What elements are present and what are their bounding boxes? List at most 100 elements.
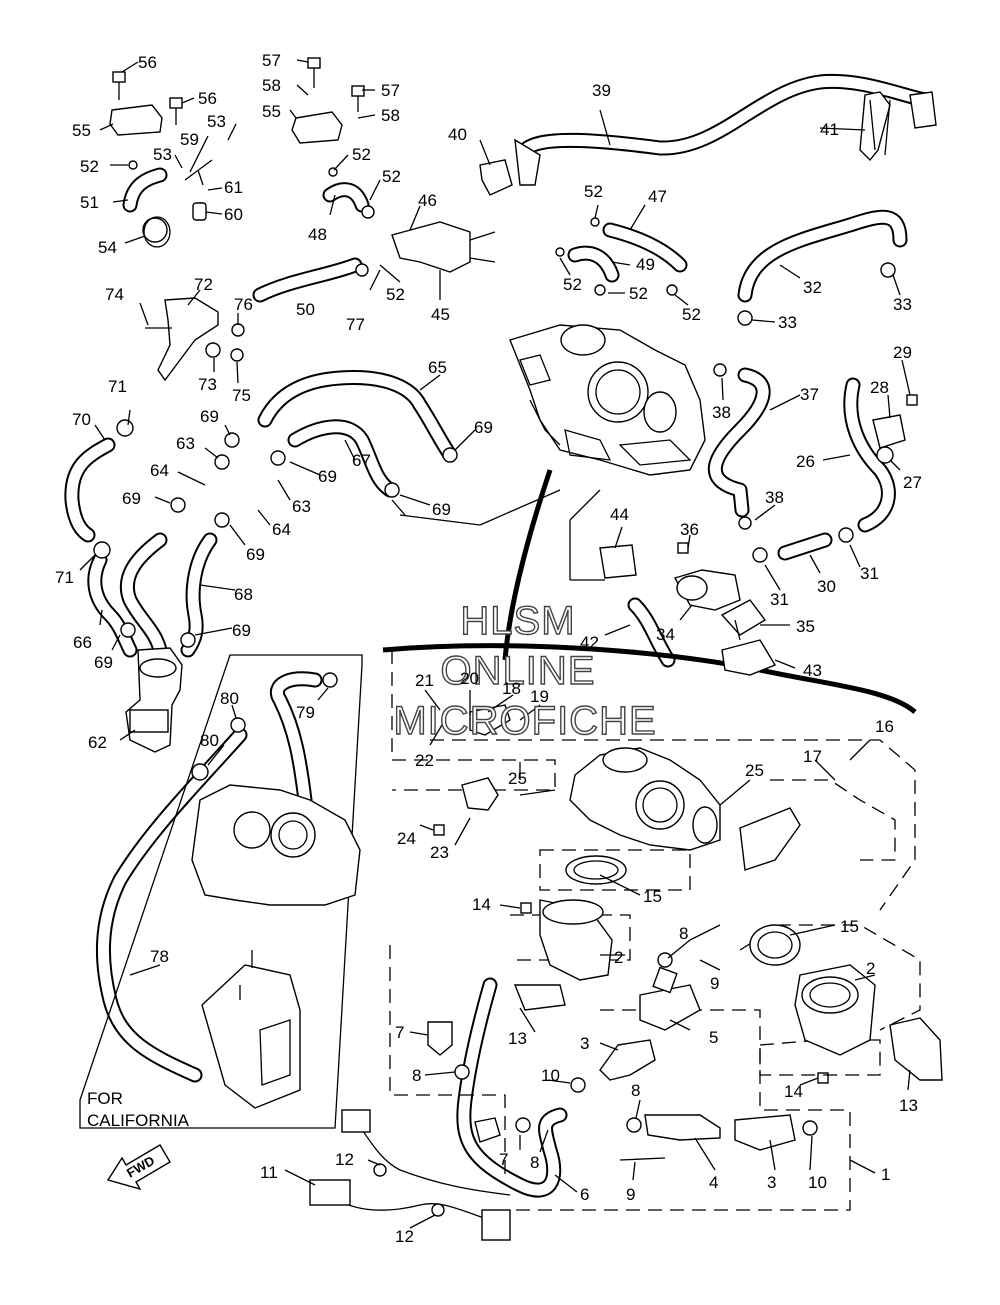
leader-lines	[79, 59, 911, 1229]
callout: 42	[580, 633, 599, 652]
callout: 21	[415, 671, 434, 690]
callout: 34	[656, 625, 675, 644]
callout: 8	[412, 1066, 421, 1085]
callout: 57	[381, 81, 400, 100]
part-45-bracket	[391, 221, 496, 273]
callout: 13	[508, 1029, 527, 1048]
callout: 52	[386, 285, 405, 304]
callout: 56	[138, 53, 157, 72]
callout: 4	[709, 1173, 718, 1192]
callout: 73	[198, 375, 217, 394]
callout: 65	[428, 358, 447, 377]
callout: 28	[870, 378, 889, 397]
callout: 69	[94, 653, 113, 672]
callout: 14	[784, 1082, 803, 1101]
callout: 33	[778, 313, 797, 332]
lower-section-divider	[382, 643, 917, 714]
callout: 41	[820, 120, 839, 139]
callout: 45	[431, 305, 450, 324]
california-note-line-2: CALIFORNIA	[87, 1111, 190, 1130]
callout: 70	[72, 410, 91, 429]
callout: 16	[875, 717, 894, 736]
watermark-line-3: MICROFICHE	[393, 699, 656, 743]
part-number-callouts: 56 56 55 53 59 53 52 61 51 60 54 57 58 5…	[55, 51, 922, 1246]
callout: 13	[899, 1096, 918, 1115]
dashed-group-boxes	[389, 650, 921, 1211]
callout: 1	[881, 1165, 890, 1184]
callout: 31	[770, 590, 789, 609]
callout: 36	[680, 520, 699, 539]
callout: 66	[73, 633, 92, 652]
fwd-arrow-icon: FWD	[106, 1144, 171, 1191]
callout: 78	[150, 947, 169, 966]
callout: 25	[745, 761, 764, 780]
callout: 51	[80, 193, 99, 212]
callout: 33	[893, 295, 912, 314]
callout: 56	[198, 89, 217, 108]
callout: 9	[626, 1185, 635, 1204]
callout: 80	[200, 731, 219, 750]
callout: 30	[817, 577, 836, 596]
callout: 47	[648, 187, 667, 206]
throttle-body-lower	[309, 99, 943, 1241]
callout: 2	[614, 948, 623, 967]
california-note-line-1: FOR	[87, 1089, 123, 1108]
callout: 3	[580, 1034, 589, 1053]
callout: 60	[224, 205, 243, 224]
callout: 64	[272, 520, 291, 539]
callout: 71	[55, 568, 74, 587]
california-inset	[79, 654, 363, 1129]
callout: 38	[712, 403, 731, 422]
callout: 59	[180, 130, 199, 149]
callout: 12	[335, 1150, 354, 1169]
callout: 2	[866, 959, 875, 978]
callout: 52	[352, 145, 371, 164]
callout: 52	[584, 182, 603, 201]
callout: 54	[98, 238, 117, 257]
callout: 10	[541, 1066, 560, 1085]
part-72-bracket	[145, 297, 219, 382]
callout: 11	[260, 1163, 278, 1182]
callout: 6	[580, 1185, 589, 1204]
callout: 69	[200, 407, 219, 426]
callout: 76	[234, 295, 253, 314]
callout: 10	[808, 1173, 827, 1192]
callout: 69	[246, 545, 265, 564]
callout: 74	[105, 285, 124, 304]
callout: 53	[153, 145, 172, 164]
callout: 19	[530, 687, 549, 706]
callout: 40	[448, 125, 467, 144]
callout: 7	[395, 1023, 404, 1042]
callout: 7	[499, 1150, 508, 1169]
callout: 50	[296, 300, 315, 319]
callout: 29	[893, 343, 912, 362]
callout: 17	[803, 747, 822, 766]
callout: 39	[592, 81, 611, 100]
callout: 71	[108, 377, 127, 396]
callout: 67	[352, 451, 371, 470]
callout: 61	[224, 178, 243, 197]
callout: 26	[796, 452, 815, 471]
callout: 14	[472, 895, 491, 914]
callout: 53	[207, 112, 226, 131]
callout: 63	[176, 434, 195, 453]
callout: 58	[381, 106, 400, 125]
callout: 55	[262, 102, 281, 121]
callout: 58	[262, 76, 281, 95]
callout: 46	[418, 191, 437, 210]
callout: 64	[150, 461, 169, 480]
callout: 25	[508, 769, 527, 788]
callout: 31	[860, 564, 879, 583]
callout: 63	[292, 497, 311, 516]
callout: 15	[643, 887, 662, 906]
callout: 44	[610, 505, 629, 524]
callout: 32	[803, 278, 822, 297]
callout: 12	[395, 1227, 414, 1246]
clamps-and-fittings	[93, 57, 918, 1217]
callout: 8	[530, 1153, 539, 1172]
hoses	[64, 73, 933, 1221]
callout: 49	[636, 255, 655, 274]
callout: 8	[631, 1081, 640, 1100]
callout: 48	[308, 225, 327, 244]
